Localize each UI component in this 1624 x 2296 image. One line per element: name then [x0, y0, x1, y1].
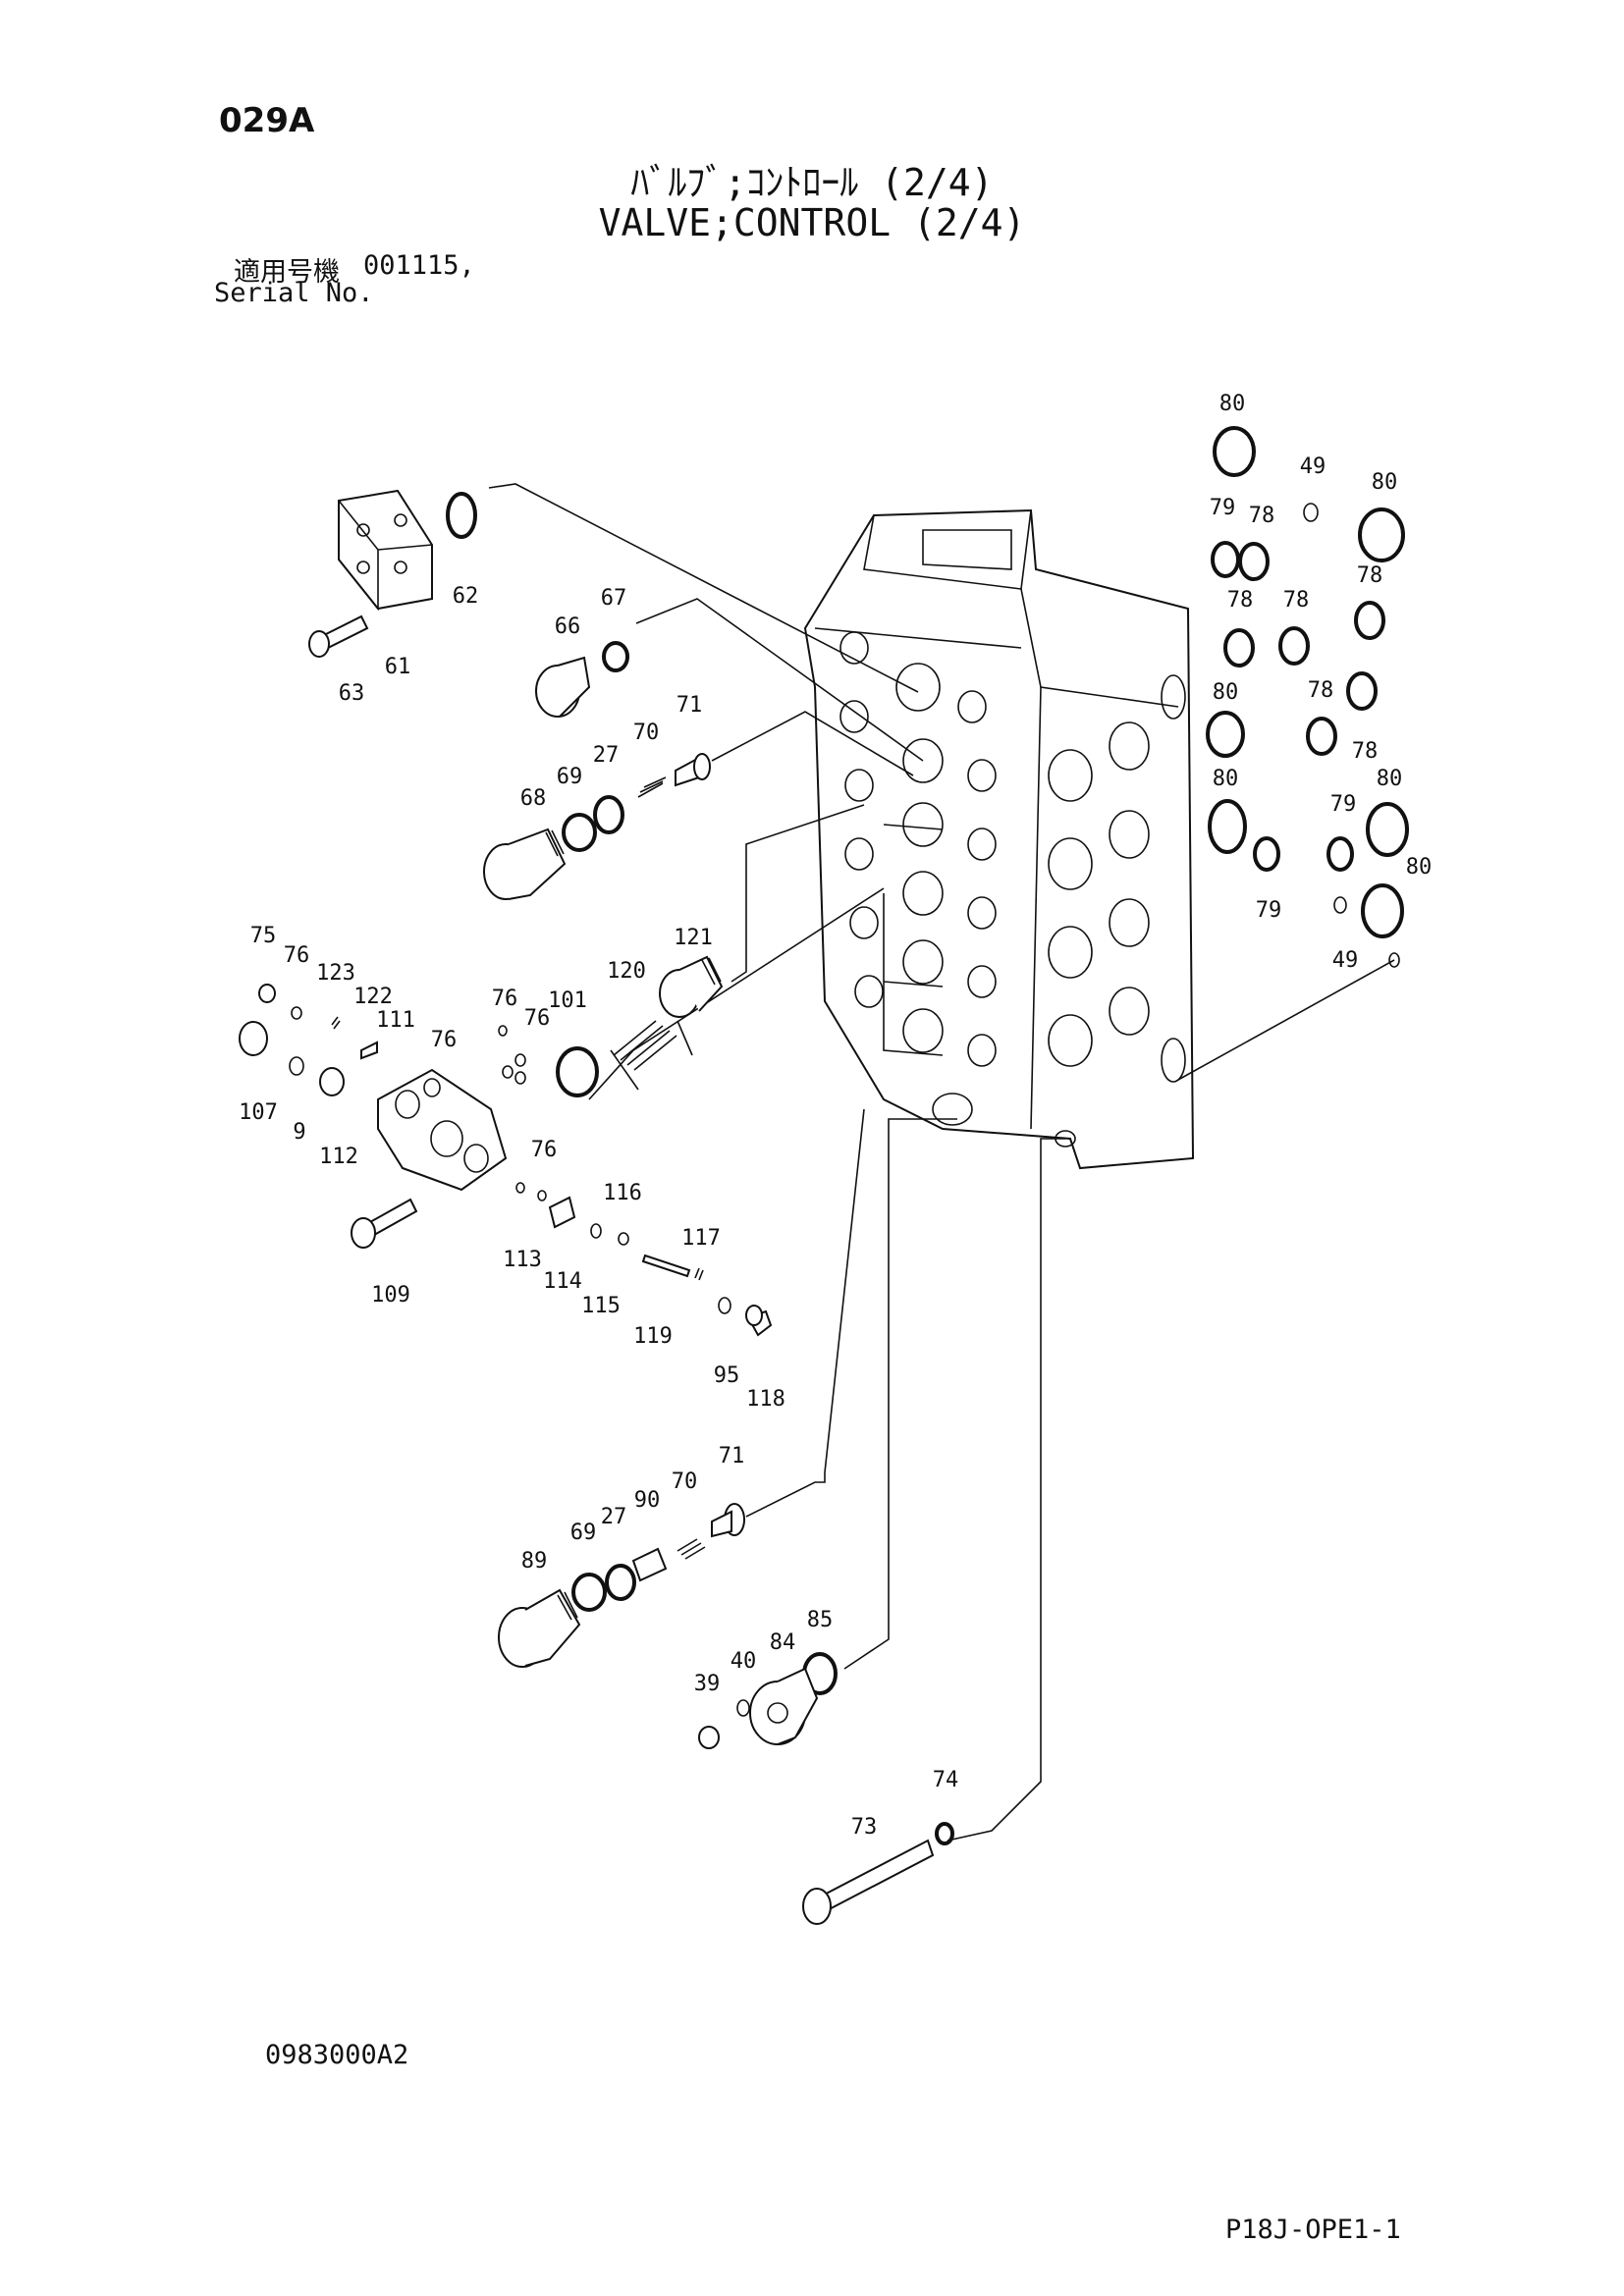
- part-callout-61: 61: [385, 655, 411, 679]
- part-callout-111: 111: [376, 1008, 415, 1033]
- part-callout-76: 76: [492, 987, 518, 1011]
- part-callout-90: 90: [634, 1488, 661, 1513]
- leader-lines: [488, 483, 1395, 1842]
- part-callout-121: 121: [674, 926, 713, 950]
- part-callout-120: 120: [607, 959, 646, 984]
- sheet-id: P18J-OPE1-1: [1225, 2215, 1401, 2245]
- valve-body: [803, 508, 1195, 1170]
- parts: [239, 426, 1409, 1925]
- serial-label-english: Serial No.: [214, 278, 374, 308]
- part-callout-66: 66: [555, 614, 581, 639]
- part-callout-49: 49: [1332, 948, 1359, 973]
- part-callout-74: 74: [933, 1768, 959, 1792]
- part-callout-68: 68: [520, 786, 547, 811]
- part-callout-78: 78: [1249, 504, 1275, 528]
- part-callout-70: 70: [633, 721, 660, 745]
- part-callout-84: 84: [770, 1630, 796, 1655]
- part-callout-117: 117: [681, 1226, 721, 1251]
- part-callout-114: 114: [543, 1269, 582, 1294]
- part-callout-73: 73: [851, 1815, 878, 1840]
- part-callout-69: 69: [557, 765, 583, 789]
- part-callout-78: 78: [1283, 588, 1310, 613]
- part-callout-80: 80: [1213, 680, 1239, 705]
- title-japanese: ﾊﾞﾙﾌﾞ;ｺﾝﾄﾛｰﾙ (2/4): [630, 161, 994, 204]
- serial-label-japanese: 適用号機: [234, 257, 340, 288]
- part-callout-79: 79: [1256, 898, 1282, 923]
- part-callout-76: 76: [431, 1028, 458, 1052]
- part-callout-70: 70: [672, 1469, 698, 1494]
- part-callout-49: 49: [1300, 454, 1326, 479]
- part-callout-78: 78: [1352, 739, 1379, 764]
- part-callout-71: 71: [719, 1444, 745, 1468]
- part-callout-80: 80: [1377, 767, 1403, 791]
- part-callout-119: 119: [633, 1324, 673, 1349]
- part-callout-80: 80: [1406, 855, 1433, 880]
- part-callout-78: 78: [1227, 588, 1254, 613]
- part-callout-95: 95: [714, 1363, 740, 1388]
- part-callout-62: 62: [453, 584, 479, 609]
- part-callout-115: 115: [581, 1294, 621, 1318]
- part-callout-39: 39: [694, 1672, 721, 1696]
- part-callout-78: 78: [1357, 563, 1383, 588]
- part-callout-63: 63: [339, 681, 365, 706]
- callouts: 80 49 80 79 78 78 78 78 80 78 78 80 79 80 79 80 49 62 61 63…: [239, 392, 1432, 1840]
- part-callout-79: 79: [1210, 496, 1236, 520]
- part-callout-80: 80: [1219, 392, 1246, 416]
- part-callout-27: 27: [601, 1505, 627, 1529]
- part-callout-116: 116: [603, 1181, 642, 1205]
- part-callout-123: 123: [316, 961, 355, 986]
- part-callout-78: 78: [1308, 678, 1334, 703]
- part-callout-79: 79: [1330, 792, 1357, 817]
- part-callout-107: 107: [239, 1100, 278, 1125]
- part-callout-76: 76: [284, 943, 310, 968]
- drawing-number: 0983000A2: [265, 2040, 409, 2070]
- part-callout-75: 75: [250, 924, 277, 948]
- valve-ports: [839, 631, 1186, 1148]
- part-callout-89: 89: [521, 1549, 548, 1574]
- part-callout-76: 76: [524, 1006, 551, 1031]
- title-english: VALVE;CONTROL (2/4): [598, 201, 1026, 244]
- part-callout-118: 118: [746, 1387, 785, 1412]
- part-callout-69: 69: [570, 1521, 597, 1545]
- part-callout-109: 109: [371, 1283, 410, 1308]
- serial-value: 001115,: [363, 250, 475, 281]
- part-callout-76: 76: [531, 1138, 558, 1162]
- part-callout-67: 67: [601, 586, 627, 611]
- part-callout-71: 71: [677, 693, 703, 718]
- part-callout-85: 85: [807, 1608, 834, 1632]
- part-callout-113: 113: [503, 1248, 542, 1272]
- part-callout-27: 27: [593, 743, 620, 768]
- part-callout-122: 122: [353, 985, 393, 1009]
- part-callout-80: 80: [1372, 470, 1398, 495]
- part-callout-112: 112: [319, 1145, 358, 1169]
- part-callout-9: 9: [293, 1120, 305, 1145]
- part-callout-80: 80: [1213, 767, 1239, 791]
- page-code: 029A: [219, 101, 315, 140]
- part-callout-101: 101: [548, 988, 587, 1013]
- part-callout-40: 40: [731, 1649, 757, 1674]
